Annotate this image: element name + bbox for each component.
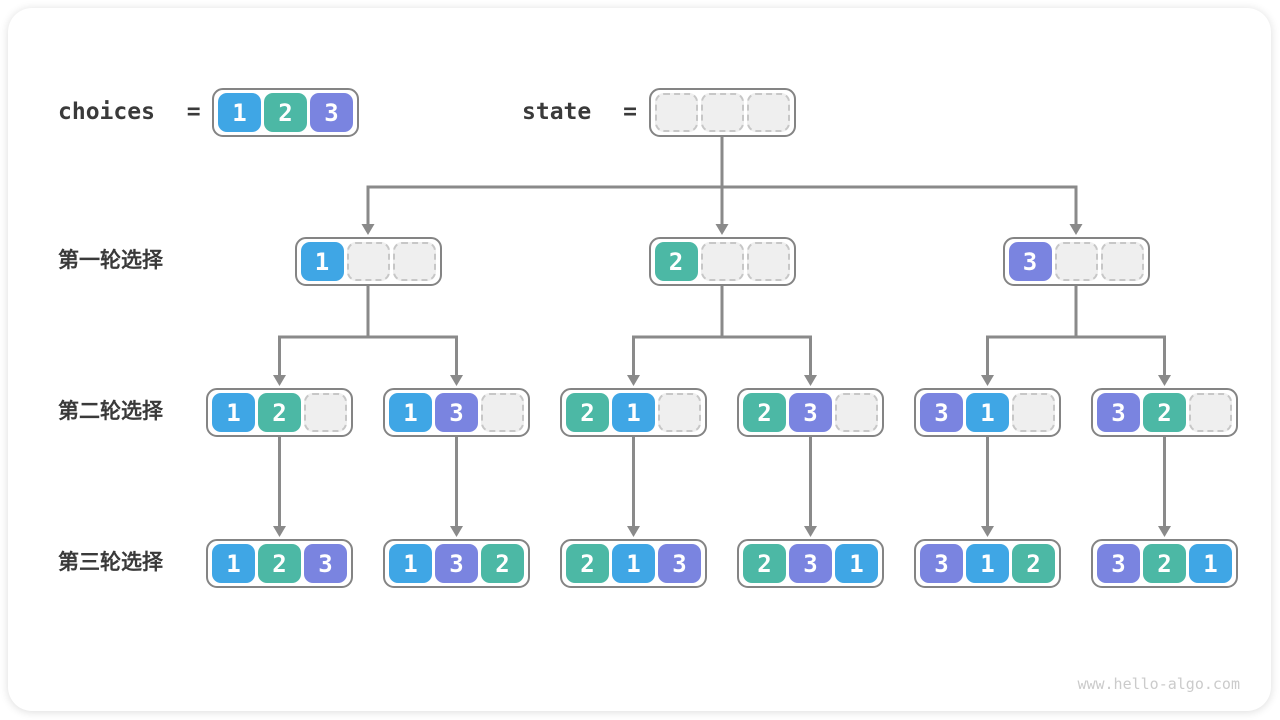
watermark: www.hello-algo.com [1077, 675, 1240, 693]
empty-cell [304, 393, 347, 432]
value-cell: 1 [1189, 544, 1232, 583]
value-cell: 3 [310, 93, 353, 132]
value-cell: 3 [920, 544, 963, 583]
empty-cell [746, 93, 790, 132]
value-cell: 1 [389, 393, 432, 432]
value-cell: 2 [566, 544, 609, 583]
round-label-1: 第一轮选择 [58, 249, 163, 272]
value-cell: 2 [1012, 544, 1055, 583]
tree-box-r1-3: 3 [1002, 237, 1150, 286]
tree-box-r1-2: 2 [648, 237, 796, 286]
empty-cell [1054, 242, 1098, 281]
empty-cell [1012, 393, 1055, 432]
value-cell: 2 [264, 93, 307, 132]
empty-cell [392, 242, 436, 281]
value-cell: 2 [481, 544, 524, 583]
value-cell: 2 [258, 544, 301, 583]
empty-cell [654, 93, 698, 132]
value-cell: 3 [658, 544, 701, 583]
value-cell: 1 [612, 544, 655, 583]
value-cell: 3 [1008, 242, 1052, 281]
empty-cell [746, 242, 790, 281]
value-cell: 2 [1143, 544, 1186, 583]
value-cell: 3 [304, 544, 347, 583]
value-cell: 2 [258, 393, 301, 432]
value-cell: 1 [966, 544, 1009, 583]
empty-cell [835, 393, 878, 432]
value-cell: 3 [789, 544, 832, 583]
round-label-3: 第三轮选择 [58, 551, 163, 574]
round-label-2: 第二轮选择 [58, 400, 163, 423]
empty-cell [700, 93, 744, 132]
value-cell: 2 [566, 393, 609, 432]
value-cell: 2 [1143, 393, 1186, 432]
value-cell: 1 [212, 393, 255, 432]
value-cell: 1 [835, 544, 878, 583]
empty-cell [481, 393, 524, 432]
value-cell: 1 [612, 393, 655, 432]
empty-cell [658, 393, 701, 432]
empty-cell [1189, 393, 1232, 432]
value-cell: 1 [212, 544, 255, 583]
tree-box-r1-1: 1 [294, 237, 442, 286]
value-cell: 3 [435, 393, 478, 432]
value-cell: 2 [743, 393, 786, 432]
empty-cell [700, 242, 744, 281]
state-box [648, 88, 796, 137]
value-cell: 3 [1097, 544, 1140, 583]
value-cell: 2 [654, 242, 698, 281]
choices-label: choices = [58, 99, 201, 125]
value-cell: 3 [789, 393, 832, 432]
value-cell: 1 [966, 393, 1009, 432]
value-cell: 1 [389, 544, 432, 583]
empty-cell [346, 242, 390, 281]
value-cell: 3 [1097, 393, 1140, 432]
value-cell: 1 [218, 93, 261, 132]
value-cell: 3 [920, 393, 963, 432]
value-cell: 2 [743, 544, 786, 583]
empty-cell [1100, 242, 1144, 281]
value-cell: 3 [435, 544, 478, 583]
value-cell: 1 [300, 242, 344, 281]
state-label: state = [522, 99, 637, 125]
